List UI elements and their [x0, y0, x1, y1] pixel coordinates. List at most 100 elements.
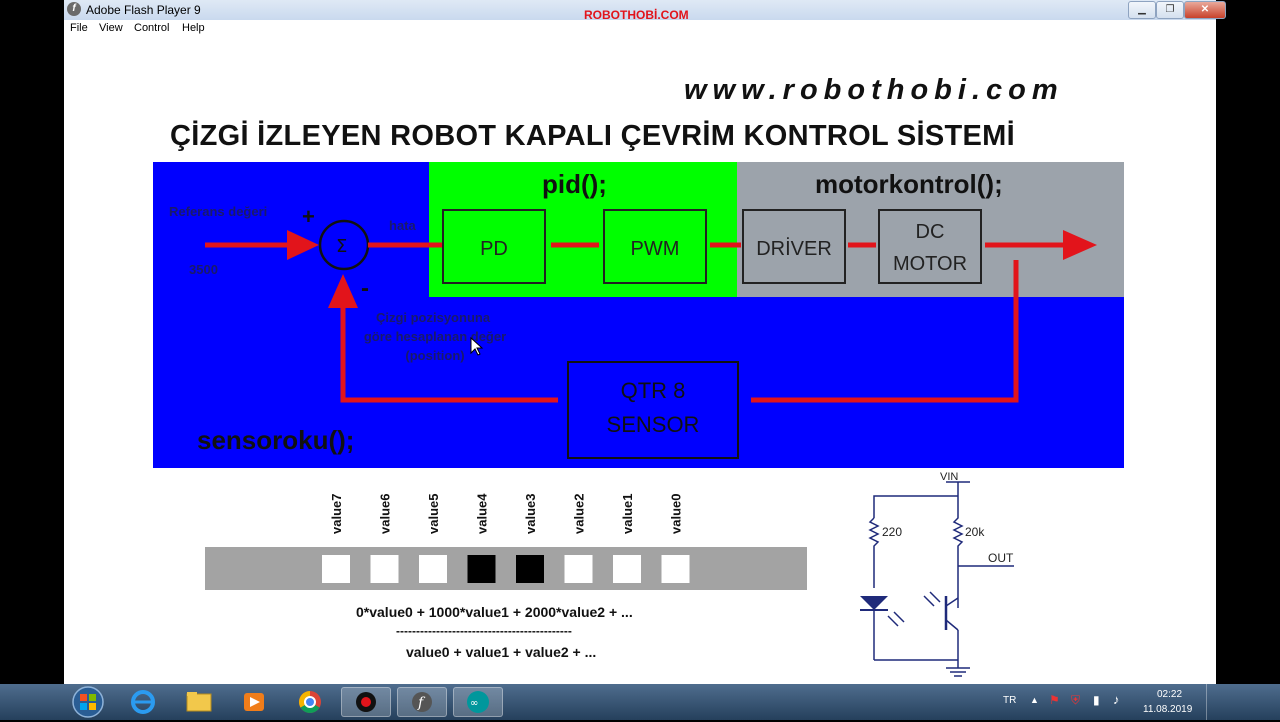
taskbar-chrome-button[interactable] [285, 687, 335, 717]
sensor-text-line1: QTR 8 [621, 378, 686, 403]
r1-label: 220 [882, 525, 902, 539]
menu-view[interactable]: View [99, 22, 123, 34]
reference-value: 3500 [189, 262, 218, 277]
sensor-label-value6: value6 [378, 494, 393, 534]
sensor-cell-value1 [613, 555, 641, 583]
dc-motor-text-line1: DC [916, 221, 945, 243]
light-ray-1 [887, 615, 899, 627]
sensor-label-value5: value5 [426, 494, 441, 534]
mouse-cursor-icon [470, 336, 484, 356]
volume-icon[interactable]: ♪ [1113, 692, 1120, 707]
feedback-line-right [751, 260, 1019, 403]
sensor-cell-value4 [467, 555, 496, 583]
qtr8-sensor-block [567, 361, 739, 459]
pwm-block [603, 209, 707, 284]
clock-time[interactable]: 02:22 [1157, 689, 1183, 700]
show-hidden-icons[interactable]: ▲ [1030, 695, 1039, 705]
formula-denominator: value0 + value1 + value2 + ... [406, 644, 597, 660]
action-center-icon[interactable]: ⚑ [1049, 693, 1060, 707]
language-indicator[interactable]: TR [1003, 695, 1017, 706]
taskbar: f ∞ TR ▲ ⚑ ⛨ ▮ ♪ 02:22 11.08.2019 [0, 684, 1280, 720]
brand-text: ROBOTHOBİ.COM [584, 8, 689, 22]
menu-bar: File View Control Help [64, 20, 1216, 39]
taskbar-explorer-button[interactable] [174, 687, 224, 717]
flash-stage: www.robothobi.com ÇİZGİ İZLEYEN ROBOT KA… [64, 38, 1216, 684]
maximize-button[interactable]: ❐ [1156, 1, 1184, 19]
sensor-label-value3: value3 [523, 494, 538, 534]
media-player-icon [244, 693, 264, 711]
reference-label: Referans değeri [169, 204, 267, 219]
menu-file[interactable]: File [70, 22, 88, 34]
sensor-label-value1: value1 [620, 494, 635, 534]
sensor-cell-value5 [419, 555, 447, 583]
position-text-line1: Çizgi pozisyonuna [376, 310, 491, 325]
sensor-cell-value2 [564, 555, 593, 583]
pwm-text: PWM [631, 238, 680, 260]
close-button[interactable]: ✕ [1184, 1, 1226, 19]
sensor-label-value4: value4 [475, 493, 490, 534]
out-label: OUT [988, 551, 1014, 565]
formula-numerator: 0*value0 + 1000*value1 + 2000*value2 + .… [356, 604, 633, 620]
feedback-arrowhead [328, 274, 358, 308]
taskbar-ie-button[interactable] [118, 687, 168, 717]
folder-icon [186, 692, 212, 712]
resistor-220 [868, 517, 880, 588]
emitter-lead [945, 619, 959, 631]
flash-player-window: f Adobe Flash Player 9 ROBOTHOBİ.COM ▁ ❐… [64, 0, 1226, 684]
sensor-text-line2: SENSOR [607, 412, 700, 437]
minimize-button[interactable]: ▁ [1128, 1, 1156, 19]
flash-icon: f [412, 692, 432, 712]
taskbar-media-button[interactable] [229, 687, 279, 717]
svg-text:f: f [417, 695, 426, 711]
clock-date[interactable]: 11.08.2019 [1143, 704, 1193, 715]
r2-label: 20k [965, 525, 985, 539]
pd-text: PD [480, 238, 508, 260]
position-text-line2: göre hesaplanan değer [364, 329, 506, 344]
light-ray-4 [929, 591, 941, 603]
show-desktop-button[interactable] [1206, 684, 1219, 720]
sensor-cell-value7 [322, 555, 350, 583]
output-arrowhead [1063, 230, 1097, 260]
internet-explorer-icon [131, 690, 155, 714]
window-title: Adobe Flash Player 9 [86, 3, 201, 17]
sigma-symbol: Σ [336, 236, 347, 257]
dc-motor-text-line2: MOTOR [893, 253, 967, 275]
feedback-line-left [340, 302, 558, 403]
network-icon[interactable]: ▮ [1093, 693, 1100, 707]
motorkontrol-label: motorkontrol(); [815, 169, 1003, 199]
arduino-icon: ∞ [467, 691, 489, 713]
sensor-cell-value6 [370, 555, 399, 583]
minus-sign: - [361, 275, 369, 302]
error-label: hata [389, 218, 417, 233]
resistor-20k [952, 496, 964, 608]
taskbar-flash-button[interactable]: f [397, 687, 447, 717]
position-text-line3: (position) [405, 348, 464, 363]
title-bar[interactable]: f Adobe Flash Player 9 ROBOTHOBİ.COM ▁ ❐… [64, 0, 1226, 22]
plus-sign: + [302, 204, 315, 229]
formula-divider: ----------------------------------------… [396, 624, 572, 638]
light-ray-2 [893, 611, 905, 623]
sensor-label-value7: value7 [329, 494, 344, 534]
security-icon[interactable]: ⛨ [1071, 693, 1081, 707]
sensor-cell-value0 [661, 555, 690, 583]
start-button-icon[interactable] [70, 686, 106, 718]
page-heading: ÇİZGİ İZLEYEN ROBOT KAPALI ÇEVRİM KONTRO… [170, 120, 1015, 152]
collector-lead [945, 597, 959, 607]
taskbar-recorder-button[interactable] [341, 687, 391, 717]
website-url: www.robothobi.com [684, 74, 1064, 106]
sensor-circuit: VIN 220 20k OUT [860, 471, 1014, 677]
pd-block [442, 209, 546, 284]
light-ray-3 [923, 595, 935, 607]
driver-block [742, 209, 846, 284]
driver-text: DRİVER [756, 237, 832, 260]
menu-help[interactable]: Help [182, 22, 205, 34]
taskbar-arduino-button[interactable]: ∞ [453, 687, 503, 717]
menu-control[interactable]: Control [134, 22, 170, 34]
vin-label: VIN [940, 471, 958, 483]
reference-arrowhead [287, 230, 319, 260]
chrome-icon [299, 691, 321, 713]
sensor-label-value0: value0 [669, 494, 684, 534]
sensor-cell-value3 [516, 555, 544, 583]
recorder-icon [356, 692, 376, 712]
